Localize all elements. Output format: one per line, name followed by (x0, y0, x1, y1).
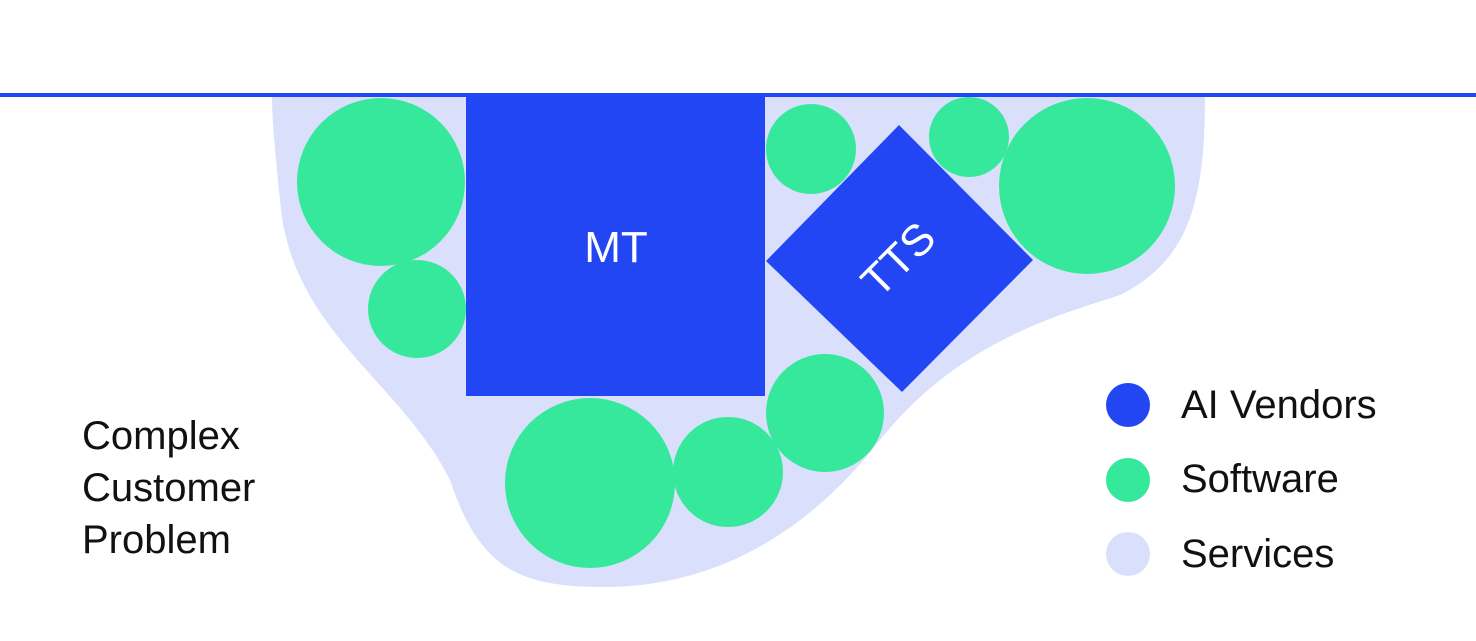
mt-label: MT (584, 223, 648, 272)
services-swatch-icon (1106, 532, 1150, 577)
software-circles (297, 97, 1175, 568)
software-circle (368, 260, 466, 358)
legend-label: Software (1181, 457, 1339, 502)
problem-line-2: Customer (82, 466, 256, 510)
legend-label: Services (1181, 531, 1335, 576)
problem-line-1: Complex (82, 414, 240, 458)
problem-line-3: Problem (82, 518, 231, 562)
legend-label: AI Vendors (1181, 382, 1377, 427)
ai-vendors-swatch-icon (1106, 383, 1150, 428)
software-circle (673, 417, 783, 527)
software-circle (929, 97, 1009, 177)
legend: AI Vendors Software Services (1106, 368, 1377, 592)
software-circle (297, 98, 465, 266)
legend-item-services: Services (1106, 517, 1377, 592)
tts-block (766, 125, 1033, 392)
mt-block (466, 95, 765, 396)
legend-item-ai-vendors: AI Vendors (1106, 368, 1377, 443)
complex-customer-problem-label: Complex Customer Problem (82, 410, 255, 566)
software-circle (999, 98, 1175, 274)
software-swatch-icon (1106, 457, 1150, 502)
software-circle (505, 398, 675, 568)
software-circle (766, 354, 884, 472)
software-circle (766, 104, 856, 194)
legend-item-software: Software (1106, 443, 1377, 518)
